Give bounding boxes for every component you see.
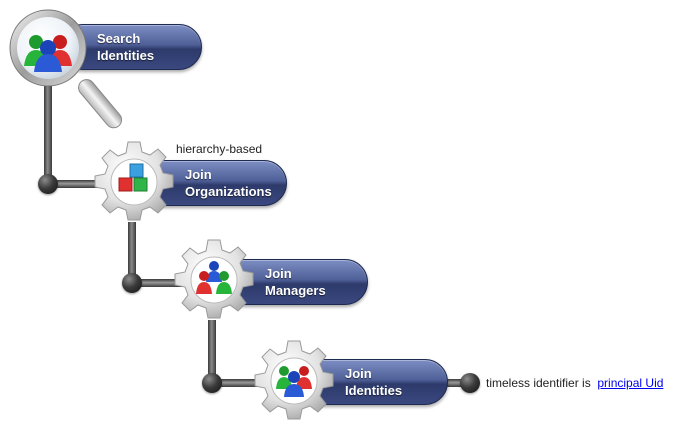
connector-pipe	[132, 279, 188, 287]
step-label-line1: Join	[345, 366, 372, 381]
step-label-line2: Identities	[345, 383, 403, 398]
gear-icon	[92, 140, 176, 224]
people-group-icon	[276, 366, 312, 397]
step-label-line2: Managers	[265, 283, 326, 298]
timeless-prefix: timeless identifier is	[486, 376, 591, 390]
step-label-line1: Join	[265, 266, 292, 281]
cubes-icon	[118, 163, 148, 192]
connector-pipe	[44, 80, 52, 184]
step-label-line1: Join	[185, 167, 212, 182]
connector-pipe	[440, 379, 470, 387]
connector-pipe	[208, 320, 216, 384]
hierarchy-note: hierarchy-based	[176, 142, 263, 156]
step-label-line1: Search	[97, 31, 141, 46]
step-label-line2: Organizations	[185, 184, 272, 199]
connector-pipe	[128, 222, 136, 284]
principal-uid-link[interactable]: principal Uid	[597, 376, 664, 390]
connector-knob	[460, 373, 480, 393]
connector-knob	[38, 174, 58, 194]
gear-icon	[252, 339, 336, 423]
connector-knob	[202, 373, 222, 393]
connector-pipe	[212, 379, 268, 387]
magnifier-icon	[6, 6, 136, 136]
people-group-icon	[24, 35, 72, 72]
timeless-identifier-note: timeless identifier is principal Uid	[486, 376, 663, 390]
gear-icon	[172, 238, 256, 322]
connector-knob	[122, 273, 142, 293]
people-group-icon	[196, 261, 232, 294]
connector-pipe	[48, 180, 108, 188]
step-label-line2: Identities	[97, 48, 155, 63]
